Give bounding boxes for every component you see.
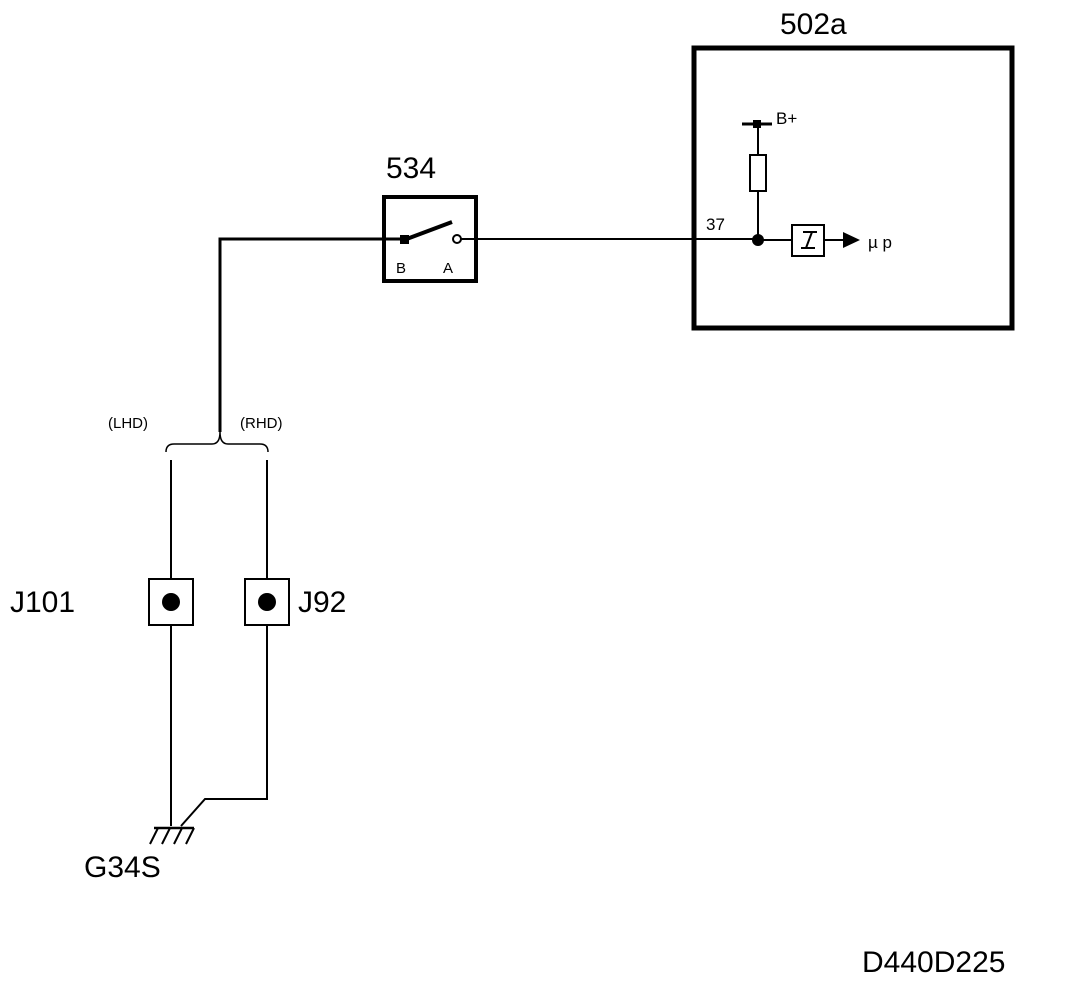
lhd-label: (LHD) — [108, 415, 148, 432]
bplus-label: B+ — [776, 109, 797, 128]
ground-label: G34S — [84, 851, 161, 884]
rhd-label: (RHD) — [240, 415, 283, 432]
buffer-symbol — [801, 231, 817, 249]
switch-534-label: 534 — [386, 152, 436, 185]
switch-terminal-a-label: A — [443, 260, 453, 277]
input-buffer-block — [791, 224, 825, 257]
bplus-terminal — [753, 120, 761, 128]
connector-j101-pin — [162, 593, 180, 611]
connector-j92-label: J92 — [298, 586, 346, 619]
module-502a-box — [691, 45, 1015, 331]
switch-terminal-a-contact — [452, 234, 462, 244]
connector-j101-label: J101 — [10, 586, 75, 619]
microprocessor-label: µ p — [868, 233, 892, 252]
connector-j92-pin — [258, 593, 276, 611]
module-502a-label: 502a — [780, 8, 847, 41]
ground-icon — [149, 827, 195, 845]
switch-contact-blade — [403, 220, 453, 242]
switch-terminal-b-label: B — [396, 260, 406, 277]
lhd-rhd-brace — [165, 431, 269, 453]
switch-b-feed-wire — [218, 237, 404, 432]
pin-37-label: 37 — [706, 215, 725, 234]
pullup-resistor — [749, 154, 767, 192]
drawing-id: D440D225 — [862, 946, 1005, 979]
rhd-branch-wire-lower — [180, 626, 268, 827]
signal-arrow-icon — [843, 232, 860, 248]
